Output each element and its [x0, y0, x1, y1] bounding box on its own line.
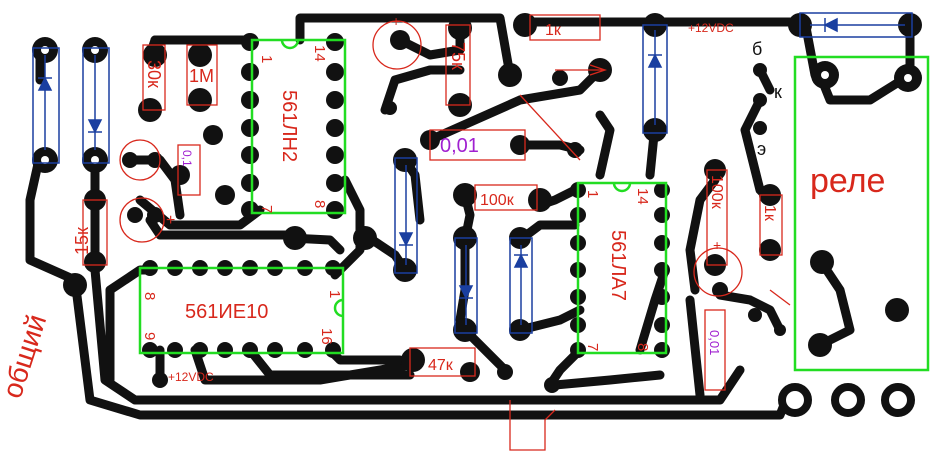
ic-ln2-name: 561ЛН2	[278, 90, 300, 162]
ic-ln2-pin1: 1	[258, 55, 275, 63]
capacitor-right-vertical: 0,01	[707, 330, 722, 355]
ic-ie10-name: 561ИЕ10	[185, 301, 268, 323]
capacitor-top-plus: +	[392, 13, 400, 29]
ic-ie10-pin9: 9	[141, 332, 158, 340]
ic-outlines	[138, 38, 930, 372]
capacitor-left-plus: +	[166, 212, 175, 229]
ic-la7-pin7: 7	[584, 343, 601, 351]
ic-ie10-outline	[138, 266, 345, 355]
pin-k-label: к	[774, 82, 782, 102]
component-outlines	[82, 14, 791, 451]
vdc-bottom-label: +12VDC	[168, 370, 214, 384]
resistor-100k-mid: 100к	[480, 192, 515, 209]
resistor-1k-right: 1к	[761, 205, 778, 222]
ic-ln2-pin14: 14	[311, 45, 328, 62]
ic-ln2-pads	[241, 33, 344, 219]
ic-la7-name: 561ЛА7	[607, 230, 629, 301]
resistor-30k: 30к	[144, 60, 164, 88]
common-label: общий	[0, 311, 52, 402]
ic-la7-pin1: 1	[584, 190, 601, 198]
relay-outline	[793, 55, 930, 372]
resistor-15k: 15к	[72, 227, 92, 255]
ic-la7-outline	[576, 181, 668, 355]
capacitor-0-01: 0,01	[440, 135, 479, 157]
resistor-1m: 1М	[189, 66, 214, 86]
capacitor-right-plus: +	[713, 237, 721, 253]
ic-ie10-pin8: 8	[141, 292, 158, 300]
ic-ie10-pin16: 16	[318, 328, 335, 345]
resistor-75k: 75к	[448, 42, 468, 70]
capacitor-left-small: 0,1	[180, 150, 194, 167]
vdc-top-label: +12VDC	[688, 21, 734, 35]
relay-output-pads	[778, 383, 915, 417]
ic-ie10-pin1: 1	[326, 290, 343, 298]
pin-e-label: э	[757, 139, 766, 159]
pin-b-label: б	[752, 39, 762, 59]
ic-la7-pin8: 8	[634, 343, 651, 351]
ic-la7-pin14: 14	[634, 188, 651, 205]
relay-label: реле	[810, 162, 885, 200]
ic-ln2-pin8: 8	[311, 200, 328, 208]
ic-ln2-pin7: 7	[258, 205, 275, 213]
diode-symbols	[37, 17, 838, 300]
resistor-47k: 47к	[428, 357, 454, 374]
resistor-1k-top: 1к	[545, 22, 562, 39]
resistor-100k-right: 100к	[708, 175, 725, 210]
